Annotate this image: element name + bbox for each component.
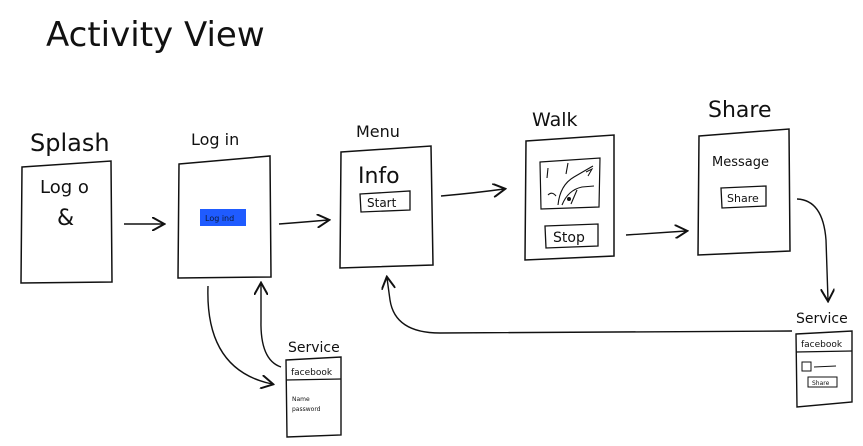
walk-stop-button[interactable] xyxy=(544,223,599,249)
service-right-scribble xyxy=(813,365,837,368)
service-right-checkbox[interactable] xyxy=(801,361,812,372)
share-button-label: Share xyxy=(727,192,759,205)
splash-frame xyxy=(20,160,113,284)
arrow-login-to-menu xyxy=(278,220,328,224)
menu-label: Menu xyxy=(356,122,400,141)
arrow-service-to-menu xyxy=(387,278,793,334)
splash-label: Splash xyxy=(30,129,110,157)
arrow-walk-to-share xyxy=(625,231,686,235)
menu-start-button[interactable] xyxy=(359,190,411,213)
service-right-frame xyxy=(795,330,853,408)
arrow-menu-to-walk xyxy=(440,189,504,196)
login-button-label: Log ind xyxy=(205,214,234,223)
arrow-service-to-login xyxy=(261,284,282,368)
walk-stop-label: Stop xyxy=(553,230,585,246)
login-frame xyxy=(177,155,272,279)
share-button[interactable] xyxy=(720,185,767,209)
menu-frame xyxy=(339,145,434,269)
service-right-header-divider xyxy=(795,350,853,353)
login-button[interactable] xyxy=(200,209,246,226)
arrow-login-to-service xyxy=(207,285,272,384)
service-left-frame xyxy=(285,356,342,438)
service-right-share-button[interactable] xyxy=(807,376,838,388)
share-frame xyxy=(697,128,791,256)
service-right-header: facebook xyxy=(801,340,843,350)
login-label: Log in xyxy=(191,130,239,149)
service-left-name-field: Name xyxy=(292,396,310,403)
service-left-screen: Service facebook Name password xyxy=(285,340,342,438)
menu-screen: Menu Info Start xyxy=(339,122,434,269)
diagram-title: Activity View xyxy=(46,15,265,55)
service-left-header-divider xyxy=(285,378,342,381)
walk-frame xyxy=(524,134,615,261)
walk-map-icon xyxy=(539,157,601,210)
service-left-header: facebook xyxy=(291,368,333,378)
menu-start-label: Start xyxy=(367,196,397,210)
splash-logo-icon: & xyxy=(57,206,74,231)
share-message-text: Message xyxy=(712,155,769,170)
splash-logo-text: Log o xyxy=(40,177,89,198)
service-left-password-field: password xyxy=(292,406,321,413)
service-left-label: Service xyxy=(288,340,340,356)
walk-label: Walk xyxy=(532,109,578,131)
splash-screen: Splash Log o & xyxy=(20,129,113,284)
service-right-label: Service xyxy=(796,311,848,327)
share-label: Share xyxy=(708,98,772,123)
share-screen: Share Message Share xyxy=(697,98,791,256)
service-right-share-label: Share xyxy=(812,380,830,387)
menu-info-text: Info xyxy=(358,164,400,189)
walk-screen: Walk Stop xyxy=(524,109,615,261)
service-right-screen: Service facebook Share xyxy=(795,311,853,408)
login-screen: Log in Log ind xyxy=(177,130,272,279)
arrow-share-to-service xyxy=(796,198,828,300)
